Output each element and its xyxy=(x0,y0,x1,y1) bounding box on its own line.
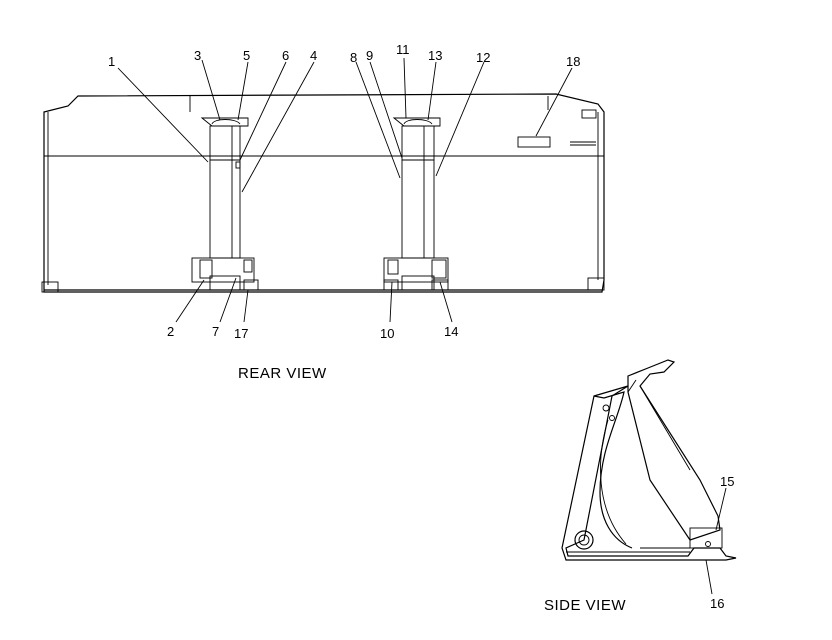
callout-4: 4 xyxy=(310,48,317,63)
callout-5: 5 xyxy=(243,48,250,63)
callout-7: 7 xyxy=(212,324,219,339)
callout-10: 10 xyxy=(380,326,394,341)
callout-13: 13 xyxy=(428,48,442,63)
side-view-leaders xyxy=(705,487,727,595)
rear-view-leaders xyxy=(117,57,573,323)
rear-view-caption: REAR VIEW xyxy=(238,365,327,382)
rear-view-drawing xyxy=(41,93,605,293)
side-view-drawing xyxy=(561,359,737,561)
callout-12: 12 xyxy=(476,50,490,65)
callout-3: 3 xyxy=(194,48,201,63)
rear-view-callouts: 1 2 3 4 5 6 7 8 9 10 11 12 13 14 17 18 xyxy=(108,42,580,341)
callout-17: 17 xyxy=(234,326,248,341)
callout-2: 2 xyxy=(167,324,174,339)
callout-9: 9 xyxy=(366,48,373,63)
callout-15: 15 xyxy=(720,474,734,489)
callout-6: 6 xyxy=(282,48,289,63)
side-view-callouts: 15 16 xyxy=(710,474,734,611)
callout-8: 8 xyxy=(350,50,357,65)
callout-11: 11 xyxy=(396,42,410,57)
callout-1: 1 xyxy=(108,54,115,69)
callout-18: 18 xyxy=(566,54,580,69)
callout-14: 14 xyxy=(444,324,458,339)
side-view-caption: SIDE VIEW xyxy=(544,597,626,614)
callout-16: 16 xyxy=(710,596,724,611)
